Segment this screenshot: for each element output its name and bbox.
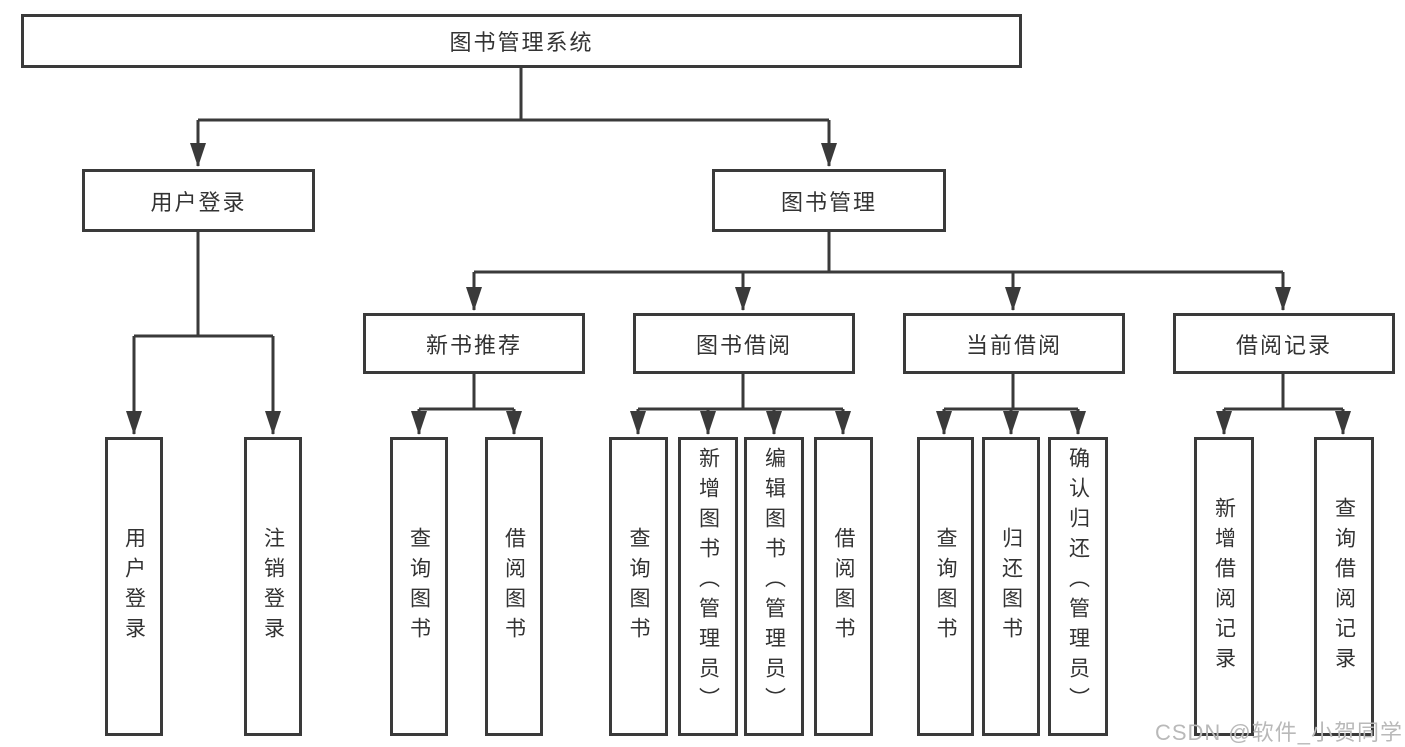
node-leaf-query-borrow-record-label: 查询借阅记录 <box>1332 496 1356 677</box>
edge-newbookrec-to-children <box>417 374 516 434</box>
node-user-login-label: 用户登录 <box>150 189 247 215</box>
node-leaf-borrow-books-1: 借阅图书 <box>485 437 543 736</box>
node-book-management-label: 图书管理 <box>780 189 877 215</box>
node-current-borrow-label: 当前借阅 <box>965 332 1062 358</box>
node-root: 图书管理系统 <box>21 14 1022 68</box>
node-leaf-query-books-3-label: 查询图书 <box>934 526 957 647</box>
node-leaf-add-books-admin: 新增图书（管理员） <box>678 437 738 736</box>
node-leaf-user-login-label: 用户登录 <box>122 526 146 647</box>
node-leaf-confirm-return-admin: 确认归还（管理员） <box>1048 437 1108 736</box>
node-leaf-query-books-2: 查询图书 <box>609 437 668 736</box>
node-new-book-recommend: 新书推荐 <box>363 313 585 374</box>
node-leaf-add-borrow-record: 新增借阅记录 <box>1194 437 1254 736</box>
node-borrow-record-label: 借阅记录 <box>1235 332 1332 358</box>
node-leaf-logout-label: 注销登录 <box>261 526 285 647</box>
node-root-label: 图书管理系统 <box>449 30 594 55</box>
node-user-login: 用户登录 <box>82 169 315 232</box>
edge-bookborrow-to-children <box>636 374 845 434</box>
node-leaf-return-books: 归还图书 <box>982 437 1040 736</box>
node-leaf-query-books-1-label: 查询图书 <box>407 526 431 647</box>
node-leaf-query-books-1: 查询图书 <box>390 437 448 736</box>
node-leaf-user-login: 用户登录 <box>105 437 163 736</box>
node-leaf-borrow-books-2: 借阅图书 <box>814 437 873 736</box>
node-borrow-record: 借阅记录 <box>1173 313 1395 374</box>
node-leaf-query-books-3: 查询图书 <box>917 437 974 736</box>
node-leaf-logout: 注销登录 <box>244 437 302 736</box>
node-leaf-query-books-2-label: 查询图书 <box>627 526 650 647</box>
node-leaf-return-books-label: 归还图书 <box>999 526 1023 647</box>
arrowheads <box>126 143 1351 435</box>
node-leaf-add-borrow-record-label: 新增借阅记录 <box>1212 496 1236 677</box>
node-leaf-query-borrow-record: 查询借阅记录 <box>1314 437 1374 736</box>
node-new-book-recommend-label: 新书推荐 <box>425 332 522 358</box>
node-leaf-confirm-return-admin-label: 确认归还（管理员） <box>1066 447 1090 717</box>
node-book-borrow: 图书借阅 <box>633 313 855 374</box>
node-leaf-add-books-admin-label: 新增图书（管理员） <box>696 447 720 717</box>
node-leaf-edit-books-admin: 编辑图书（管理员） <box>744 437 804 736</box>
edge-bookmgmt-to-level3 <box>472 232 1285 310</box>
node-leaf-borrow-books-1-label: 借阅图书 <box>502 526 526 647</box>
node-leaf-borrow-books-2-label: 借阅图书 <box>832 526 855 647</box>
csdn-watermark: CSDN @软件_小贺同学 <box>1154 720 1403 745</box>
node-book-management: 图书管理 <box>712 169 946 232</box>
node-current-borrow: 当前借阅 <box>903 313 1125 374</box>
edge-root-to-level2 <box>196 68 831 166</box>
node-leaf-edit-books-admin-label: 编辑图书（管理员） <box>762 447 786 717</box>
node-book-borrow-label: 图书借阅 <box>695 332 792 358</box>
edge-userlogin-to-children <box>132 232 275 434</box>
edge-borrowrecord-to-children <box>1222 374 1345 434</box>
